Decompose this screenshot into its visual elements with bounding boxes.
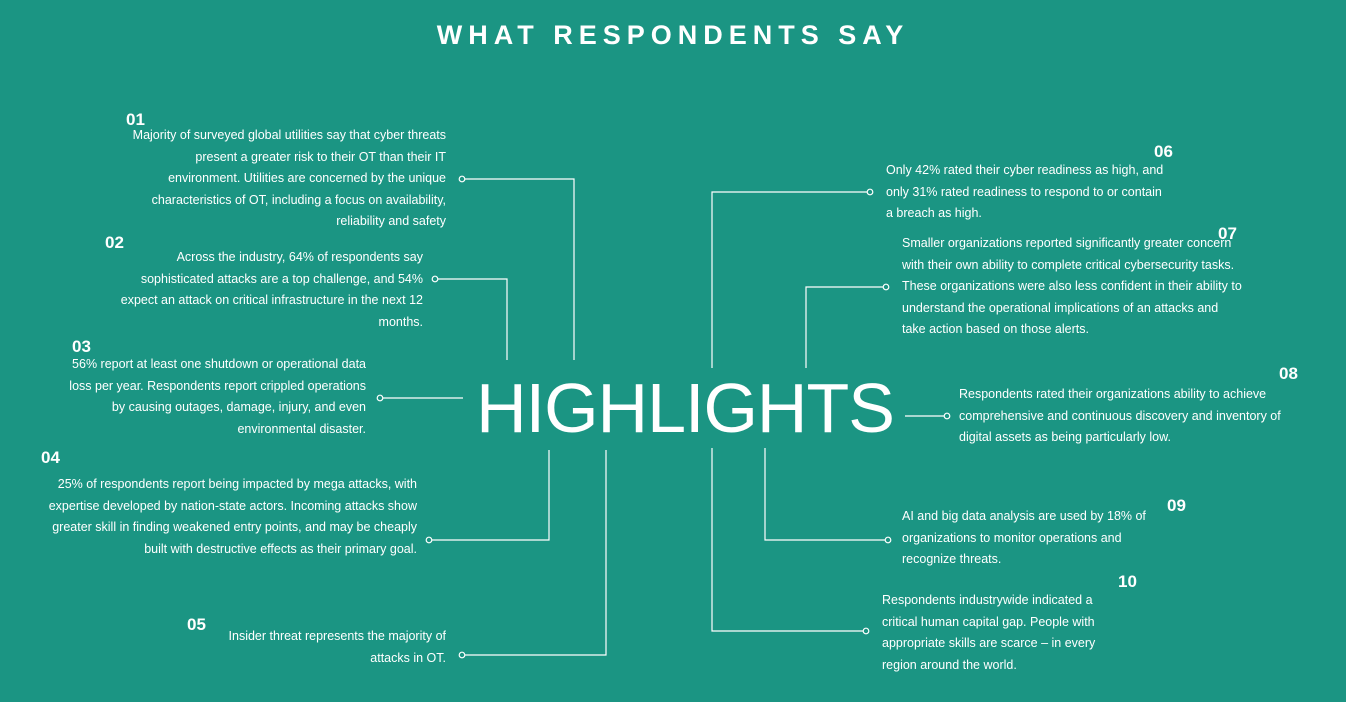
connector-dot-08 [943, 412, 951, 420]
connector-10 [711, 448, 866, 632]
connector-dot-01 [458, 175, 466, 183]
connector-05 [462, 450, 607, 656]
item-text-03: 56% report at least one shutdown or oper… [69, 357, 366, 436]
item-text-09: AI and big data analysis are used by 18%… [902, 509, 1146, 567]
connector-dot-09 [884, 536, 892, 544]
item-text-05: Insider threat represents the majority o… [228, 629, 446, 665]
connector-dot-02 [431, 275, 439, 283]
item-number-05: 05 [187, 615, 206, 634]
item-text-07: Smaller organizations reported significa… [902, 236, 1242, 337]
item-text-08: Respondents rated their organizations ab… [959, 387, 1281, 445]
item-number-10: 10 [1118, 572, 1137, 591]
item-number-07: 07 [1218, 224, 1237, 243]
highlights-label: HIGHLIGHTS [476, 369, 895, 447]
connector-04 [429, 450, 550, 541]
item-number-06: 06 [1154, 142, 1173, 161]
item-text-10: Respondents industrywide indicated a cri… [882, 593, 1096, 672]
item-number-09: 09 [1167, 496, 1186, 515]
item-number-02: 02 [105, 233, 124, 252]
connector-dot-05 [458, 651, 466, 659]
item-text-06: Only 42% rated their cyber readiness as … [886, 163, 1164, 221]
item-number-01: 01 [126, 110, 145, 129]
item-number-08: 08 [1279, 364, 1298, 383]
item-number-04: 04 [41, 448, 60, 467]
connector-dot-03 [376, 394, 384, 402]
page-title: WHAT RESPONDENTS SAY [436, 20, 910, 50]
item-text-02: Across the industry, 64% of respondents … [120, 250, 423, 329]
connector-dot-07 [882, 283, 890, 291]
item-text-04: 25% of respondents report being impacted… [48, 477, 417, 556]
connector-dot-04 [425, 536, 433, 544]
item-text-01: Majority of surveyed global utilities sa… [132, 128, 446, 229]
connector-07 [805, 286, 886, 368]
connector-dot-10 [862, 627, 870, 635]
connector-01 [462, 178, 575, 360]
connector-06 [711, 191, 870, 368]
connector-09 [764, 448, 888, 541]
connector-dot-06 [866, 188, 874, 196]
item-number-03: 03 [72, 337, 91, 356]
connector-02 [435, 278, 508, 360]
